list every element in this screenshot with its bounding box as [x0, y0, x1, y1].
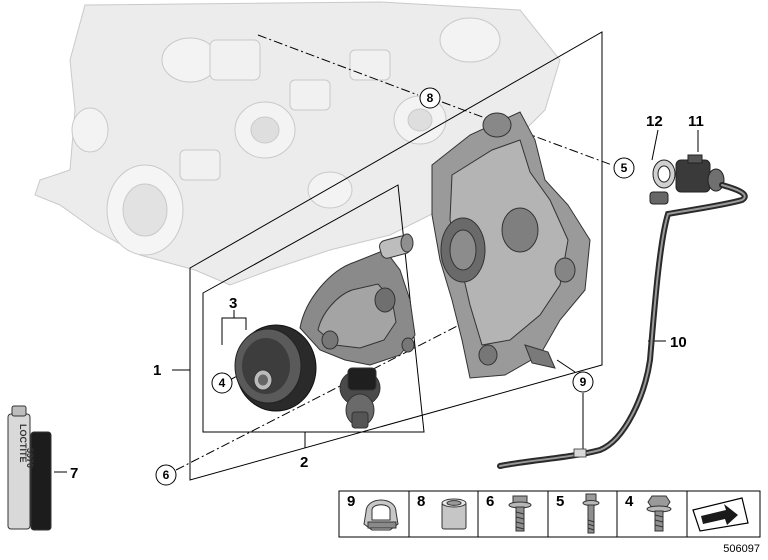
strip-part-number-4: 5 [556, 493, 564, 510]
diagram-number: 506097 [723, 543, 760, 555]
strip-part-number-3: 6 [486, 493, 494, 510]
long-bolt-icon [582, 493, 600, 534]
dowel-sleeve-icon [441, 498, 467, 530]
pump-housing-part [431, 111, 591, 379]
breather-hose-part [497, 182, 748, 469]
callout-circle-4: 4 [211, 372, 233, 394]
engine-block-ghost [34, 1, 561, 286]
callout-11-label: 11 [688, 113, 704, 130]
strip-part-number-1: 9 [347, 493, 355, 510]
tube-cap [30, 431, 52, 531]
solid-leaders [54, 129, 699, 473]
loctite-tube-part [7, 405, 52, 531]
callout-3-label: 3 [229, 295, 237, 312]
callout-1-label: 1 [153, 362, 161, 379]
tube-code-text: 5970 [25, 448, 35, 468]
callout-8-label: 8 [427, 91, 434, 105]
leader-8-upper [257, 34, 419, 96]
callout-2-label: 2 [300, 454, 308, 471]
callout-7-label: 7 [70, 465, 78, 482]
assembly-frame-inner [202, 184, 425, 433]
strip-part-number-2: 8 [417, 493, 425, 510]
callout-circle-9: 9 [572, 371, 594, 393]
hex-bolt-icon [646, 495, 672, 532]
callout-4-label: 4 [219, 376, 226, 390]
callout-6-label: 6 [163, 468, 170, 482]
callout-circle-8: 8 [419, 87, 441, 109]
callout-10-label: 10 [670, 334, 687, 351]
callout-5-label: 5 [621, 161, 628, 175]
callout-12-label: 12 [646, 113, 663, 130]
callout-9-label: 9 [580, 375, 587, 389]
callout-circle-5: 5 [613, 157, 635, 179]
arrow-symbol-icon [692, 497, 749, 532]
water-pump-part [299, 233, 416, 429]
tube-brand-text: LOCTITE [18, 424, 28, 463]
parts-strip: 9 8 6 5 [338, 490, 761, 538]
pulley-part [234, 324, 317, 412]
strip-part-number-5: 4 [625, 493, 634, 510]
callout-circle-6: 6 [155, 464, 177, 486]
temperature-sensor-part [649, 154, 725, 205]
flange-bolt-icon [508, 495, 532, 532]
hose-clip-icon [363, 499, 399, 531]
